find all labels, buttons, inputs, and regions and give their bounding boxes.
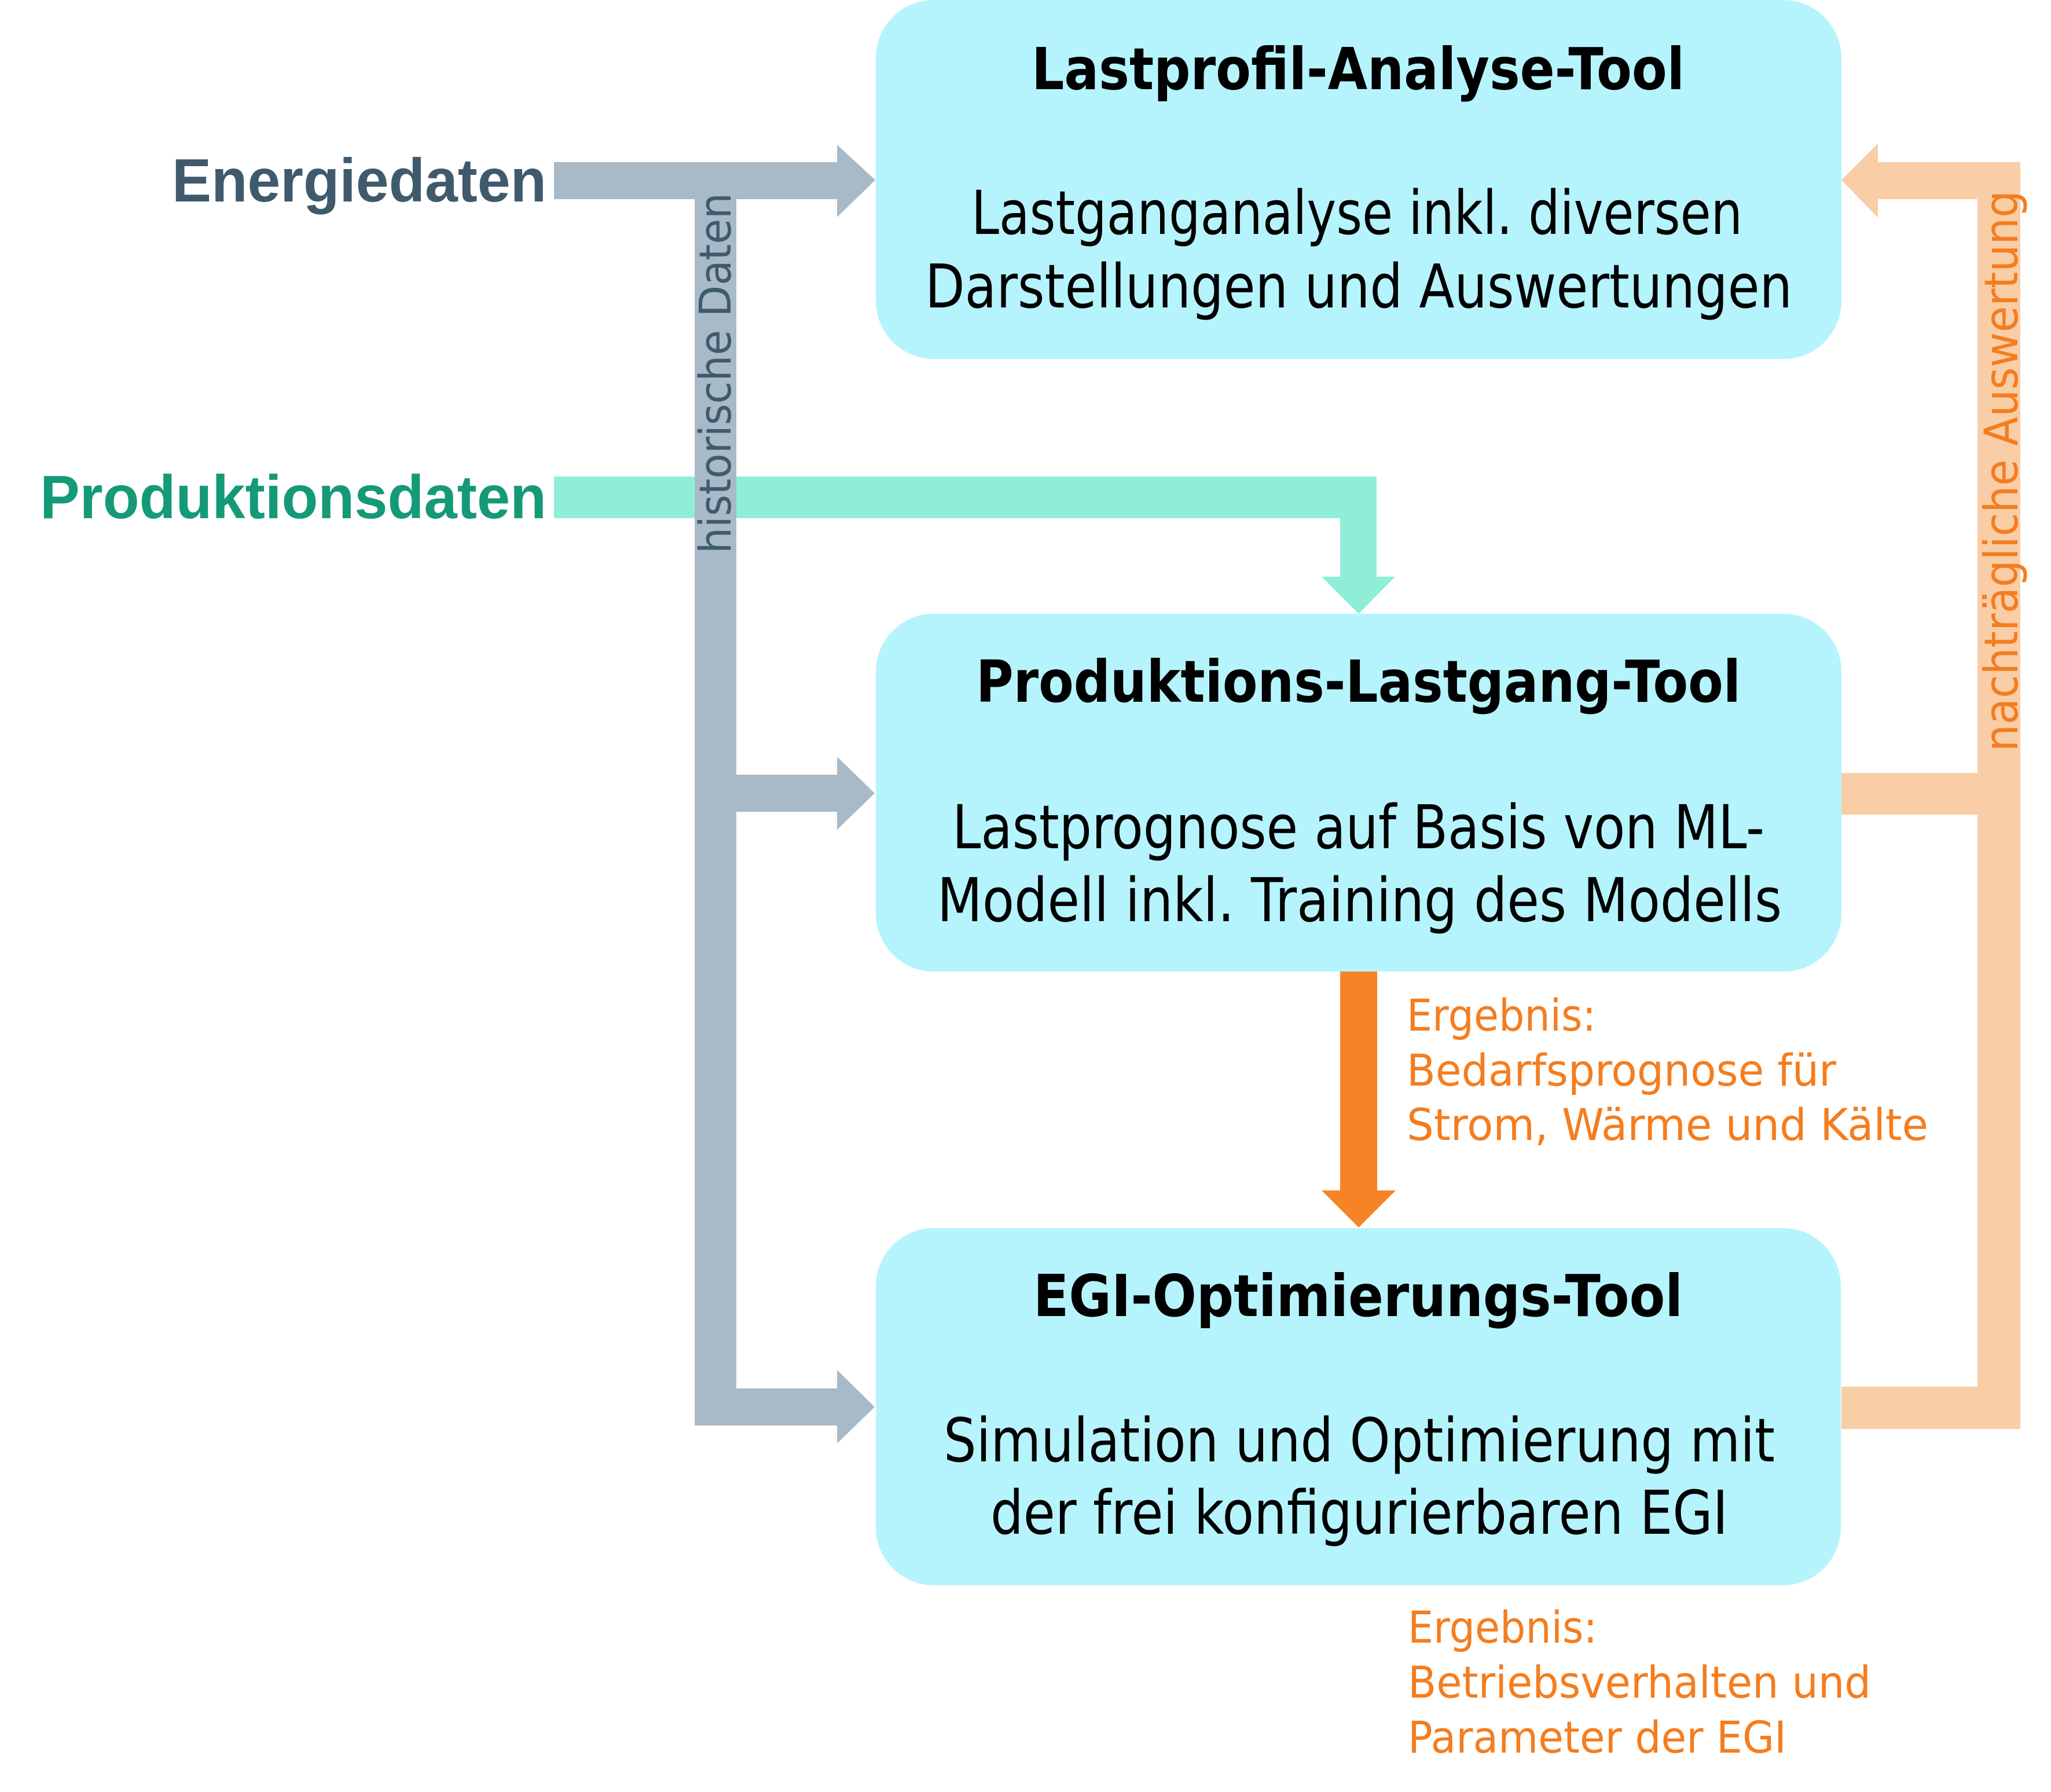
optimization-result-text: Ergebnis: Betriebsverhalten und Paramete… — [1408, 1602, 1871, 1763]
tool-description-line: Simulation und Optimierung mit — [944, 1405, 1775, 1476]
tool-box-lastprofil[interactable]: Lastprofil-Analyse-Tool Lastganganalyse … — [876, 0, 1841, 359]
result-line: Parameter der EGI — [1408, 1712, 1786, 1763]
result-line: Strom, Wärme und Kälte — [1407, 1099, 1928, 1150]
tool-title: EGI-Optimierungs-Tool — [1033, 1262, 1683, 1330]
tool-description-line: Lastganganalyse inkl. diversen — [971, 178, 1742, 248]
production-data-label: Produktionsdaten — [40, 463, 546, 532]
forecast-result-arrow — [1322, 972, 1396, 1227]
result-line: Bedarfsprognose für — [1407, 1045, 1837, 1096]
forecast-result-text: Ergebnis: Bedarfsprognose für Strom, Wär… — [1407, 990, 1928, 1150]
tool-box-egi-optimierung[interactable]: EGI-Optimierungs-Tool Simulation und Opt… — [876, 1228, 1841, 1585]
historical-to-bottom-arrow — [695, 1370, 875, 1443]
tool-description-line: der frei konfigurierbaren EGI — [990, 1478, 1728, 1548]
historical-data-trunk — [695, 174, 736, 1425]
tool-description-line: Darstellungen und Auswertungen — [925, 251, 1792, 322]
result-line: Ergebnis: — [1408, 1602, 1597, 1653]
tool-description-line: Lastprognose auf Basis von ML- — [952, 792, 1764, 863]
result-line: Betriebsverhalten und — [1408, 1657, 1871, 1708]
energy-data-label: Energiedaten — [172, 146, 546, 215]
result-line: Ergebnis: — [1407, 990, 1596, 1041]
tool-box-produktions-lastgang[interactable]: Produktions-Lastgang-Tool Lastprognose a… — [876, 614, 1841, 972]
tool-title: Lastprofil-Analyse-Tool — [1032, 35, 1685, 103]
tool-description-line: Modell inkl. Training des Modells — [937, 865, 1782, 936]
tool-title: Produktions-Lastgang-Tool — [976, 648, 1741, 716]
historical-data-label: historische Daten — [689, 193, 741, 554]
production-data-arrow — [554, 477, 1395, 614]
feedback-label: nachträgliche Auswertung — [1975, 190, 2028, 752]
feedback-loop-arrow — [1841, 144, 2020, 1429]
historical-to-middle-arrow — [736, 757, 875, 830]
